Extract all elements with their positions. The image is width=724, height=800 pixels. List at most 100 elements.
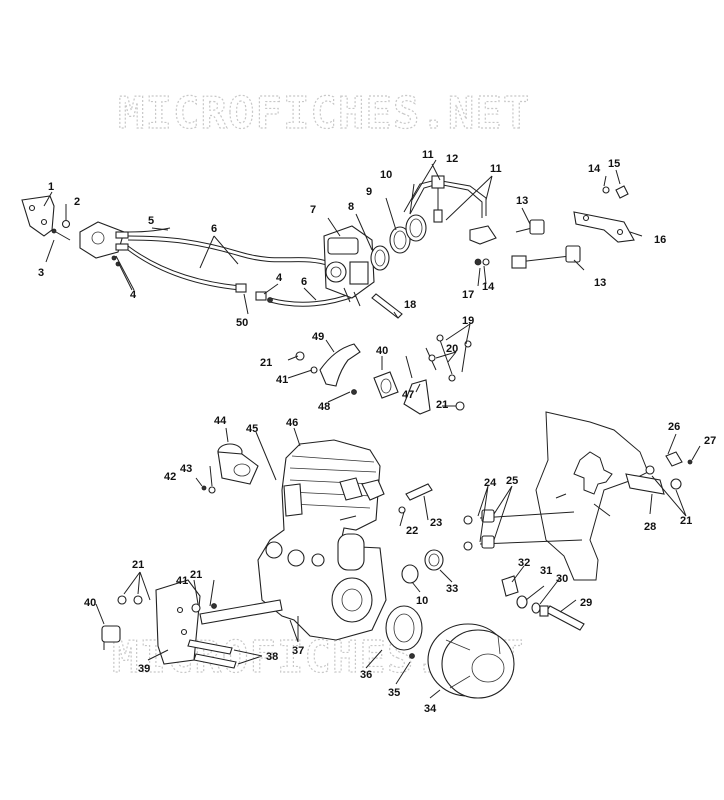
label-32: 32 [518, 557, 530, 569]
bolt-29 [539, 605, 585, 631]
carburetor [323, 225, 375, 307]
label-31: 31 [540, 565, 552, 577]
label-6-lower: 6 [301, 276, 307, 288]
label-26: 26 [668, 421, 680, 433]
label-4-left: 4 [130, 289, 137, 301]
label-14-top: 14 [588, 163, 601, 175]
bolts-19-20 [425, 334, 472, 382]
label-37: 37 [292, 645, 304, 657]
label-16: 16 [654, 234, 666, 246]
label-33: 33 [446, 583, 458, 595]
label-3: 3 [38, 267, 44, 279]
rubber-mount-40-lower [101, 625, 121, 650]
fuel-pump [79, 221, 129, 259]
intake-ring-9 [389, 226, 411, 254]
label-40-middle: 40 [376, 345, 388, 357]
screw-3 [51, 228, 71, 241]
spacer-32 [501, 575, 519, 597]
hardware-42-43 [201, 485, 216, 494]
mounting-bracket [21, 195, 55, 237]
bolts-38 [187, 639, 237, 669]
pin-22-23 [398, 483, 433, 514]
label-10-top: 10 [380, 169, 392, 181]
label-47: 47 [402, 389, 414, 401]
mount-bracket-16 [573, 211, 635, 243]
label-42: 42 [164, 471, 176, 483]
watermark-top: MICROFICHES.NET [118, 88, 530, 139]
vent-tube [403, 175, 487, 223]
label-39: 39 [138, 663, 150, 675]
label-13-top: 13 [516, 195, 528, 207]
label-21-mid-left: 21 [260, 357, 272, 369]
label-15: 15 [608, 158, 620, 170]
drain-tube-18 [371, 293, 403, 319]
label-11-right: 11 [490, 163, 502, 175]
label-25: 25 [506, 475, 518, 487]
engine-block [257, 439, 387, 641]
intake-ring-10 [405, 214, 427, 242]
label-38: 38 [266, 651, 278, 663]
label-49: 49 [312, 331, 324, 343]
label-48: 48 [318, 401, 330, 413]
hardware-21-26-27 [645, 451, 693, 490]
mount-40-middle [373, 371, 399, 399]
label-7: 7 [310, 204, 316, 216]
mount-block [469, 225, 497, 245]
label-9: 9 [366, 186, 372, 198]
label-18: 18 [404, 299, 416, 311]
label-34: 34 [424, 703, 437, 715]
label-44: 44 [214, 415, 227, 427]
frame-panel [535, 411, 649, 581]
label-14-lower: 14 [482, 281, 495, 293]
washers-30-31 [516, 595, 541, 614]
label-12: 12 [446, 153, 458, 165]
ring-10-lower [401, 564, 419, 584]
label-20: 20 [446, 343, 458, 355]
hose-fittings [111, 255, 273, 303]
label-27: 27 [704, 435, 716, 447]
label-36: 36 [360, 669, 372, 681]
label-23: 23 [430, 517, 442, 529]
intake-boot-8 [370, 245, 390, 271]
label-30: 30 [556, 573, 568, 585]
label-22: 22 [406, 525, 418, 537]
part-labels: 1 2 3 4 4 5 6 6 7 8 9 10 10 11 11 12 13 … [38, 149, 716, 715]
rubber-mount-upper [515, 219, 545, 235]
small-hardware-middle [295, 351, 465, 411]
label-21-lower-mid: 21 [190, 569, 202, 581]
label-41-middle: 41 [276, 374, 288, 386]
bushing-33 [424, 549, 444, 571]
hardware-21-41-lower [117, 595, 217, 613]
rubber-mount-lower [511, 245, 581, 269]
label-8: 8 [348, 201, 354, 213]
label-11-left: 11 [422, 149, 434, 161]
label-4-right: 4 [276, 272, 283, 284]
label-35: 35 [388, 687, 400, 699]
label-21-mid-right: 21 [436, 399, 448, 411]
label-41-lower: 41 [176, 575, 188, 587]
label-2: 2 [74, 196, 80, 208]
leader-lines [43, 159, 701, 699]
label-28: 28 [644, 521, 656, 533]
label-5: 5 [148, 215, 154, 227]
label-45: 45 [246, 423, 258, 435]
mounts-24-25 [463, 509, 583, 551]
label-43: 43 [180, 463, 192, 475]
mount-bracket-28 [625, 473, 665, 495]
throttle-linkage-49 [319, 343, 361, 387]
label-21-right: 21 [680, 515, 692, 527]
intake-manifold-44 [217, 443, 259, 485]
label-21-lower-left: 21 [132, 559, 144, 571]
cover-36 [385, 605, 423, 651]
label-10-lower: 10 [416, 595, 428, 607]
label-46: 46 [286, 417, 298, 429]
label-1: 1 [48, 181, 54, 193]
drive-clutch-34 [427, 623, 515, 699]
label-24: 24 [484, 477, 497, 489]
label-6-top: 6 [211, 223, 217, 235]
label-50: 50 [236, 317, 248, 329]
label-40-lower: 40 [84, 597, 96, 609]
fuel-lines [127, 227, 357, 307]
bracket-47 [403, 379, 431, 415]
